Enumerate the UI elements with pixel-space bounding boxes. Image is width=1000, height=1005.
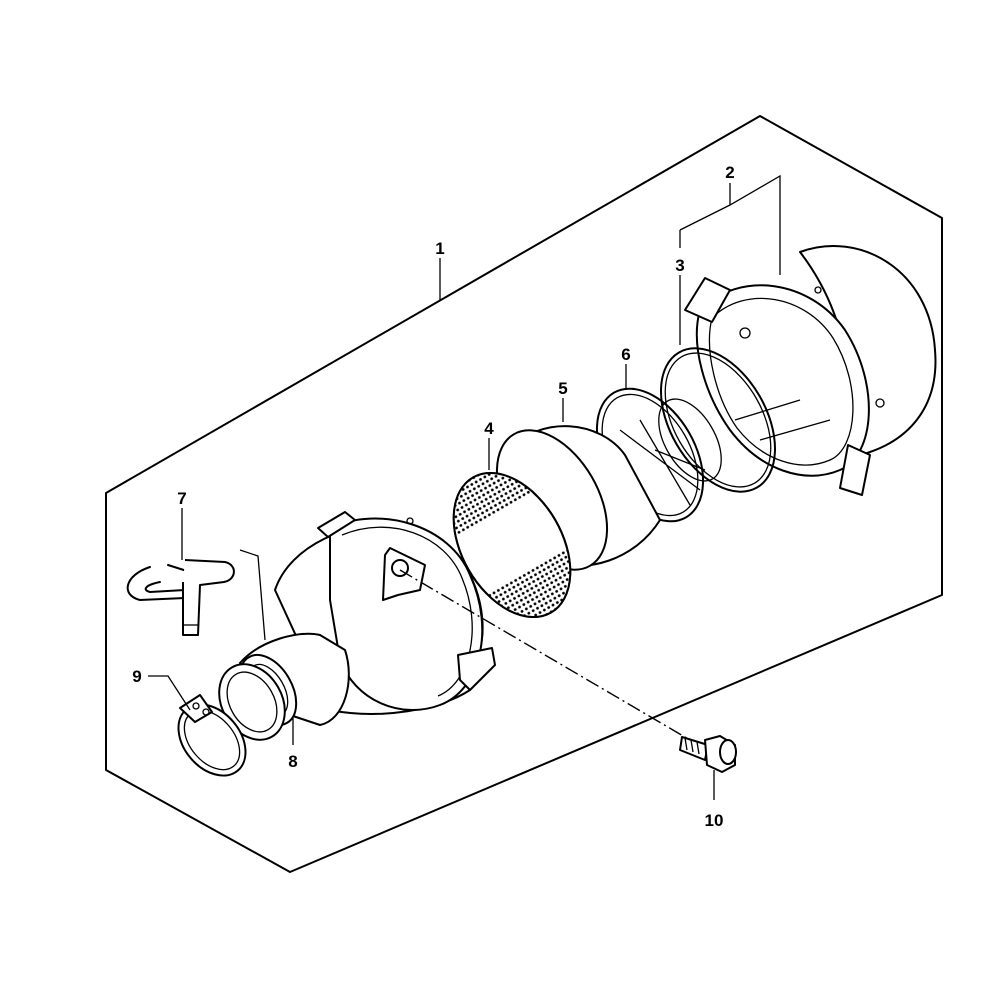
bolt-centerline bbox=[399, 569, 691, 741]
rear-housing bbox=[684, 245, 937, 496]
callout-7: 7 bbox=[177, 489, 186, 508]
callout-6: 6 bbox=[621, 345, 630, 364]
bolt bbox=[679, 735, 737, 773]
breather-hose bbox=[126, 559, 235, 636]
callout-3: 3 bbox=[675, 256, 684, 275]
leader-lines bbox=[148, 174, 781, 800]
callout-2: 2 bbox=[725, 163, 734, 182]
front-cover bbox=[238, 511, 496, 727]
callout-10: 10 bbox=[705, 811, 724, 830]
hose-clamp bbox=[177, 694, 247, 777]
callout-labels: 1 2 3 4 5 6 7 8 9 10 bbox=[132, 163, 734, 830]
assembly-outline bbox=[105, 115, 943, 873]
callout-1: 1 bbox=[435, 239, 444, 258]
callout-4: 4 bbox=[484, 419, 494, 438]
callout-8: 8 bbox=[288, 752, 297, 771]
callout-9: 9 bbox=[132, 667, 141, 686]
intake-gasket bbox=[218, 663, 286, 741]
callout-5: 5 bbox=[558, 379, 567, 398]
seal-ring bbox=[660, 347, 776, 493]
